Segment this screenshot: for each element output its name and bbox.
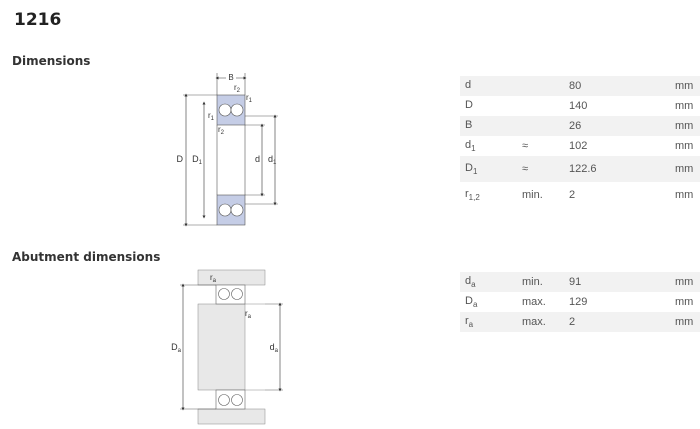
page-title: 1216 bbox=[14, 10, 62, 30]
qualifier: ≈ bbox=[517, 156, 564, 182]
label-B: B bbox=[228, 73, 233, 82]
symbol-ra: ra bbox=[460, 312, 517, 332]
value: 122.6 bbox=[564, 156, 670, 182]
label-Da: Da bbox=[171, 342, 182, 354]
label-ra-mid: ra bbox=[245, 309, 252, 320]
value: 2 bbox=[564, 312, 670, 332]
unit: mm bbox=[670, 136, 700, 156]
table-row: d1 ≈ 102 mm bbox=[460, 136, 700, 156]
table-row: Da max. 129 mm bbox=[460, 292, 700, 312]
qualifier: max. bbox=[517, 292, 564, 312]
label-r2-top: r2 bbox=[234, 83, 241, 94]
symbol-D1: D1 bbox=[460, 156, 517, 182]
symbol-Da: Da bbox=[460, 292, 517, 312]
label-d: d bbox=[255, 154, 260, 164]
unit: mm bbox=[670, 182, 700, 208]
qualifier bbox=[517, 96, 564, 116]
unit: mm bbox=[670, 96, 700, 116]
symbol-r12: r1,2 bbox=[460, 182, 517, 208]
symbol-d1: d1 bbox=[460, 136, 517, 156]
qualifier: min. bbox=[517, 272, 564, 292]
label-d1: d1 bbox=[268, 154, 277, 166]
qualifier: ≈ bbox=[517, 136, 564, 156]
section-title-abutment: Abutment dimensions bbox=[12, 250, 161, 264]
section-title-dimensions: Dimensions bbox=[12, 54, 91, 68]
value: 26 bbox=[564, 116, 670, 136]
abutment-table: da min. 91 mm Da max. 129 mm ra max. 2 m… bbox=[460, 272, 700, 332]
qualifier: min. bbox=[517, 182, 564, 208]
qualifier bbox=[517, 116, 564, 136]
table-row: da min. 91 mm bbox=[460, 272, 700, 292]
label-D1: D1 bbox=[192, 154, 203, 166]
table-row: B 26 mm bbox=[460, 116, 700, 136]
unit: mm bbox=[670, 76, 700, 96]
unit: mm bbox=[670, 116, 700, 136]
symbol-d: d bbox=[460, 76, 517, 96]
label-r1-top: r1 bbox=[246, 93, 253, 104]
label-ra-top: ra bbox=[210, 273, 217, 284]
bearing-dimensions-drawing: B r2 r1 r1 r2 D D1 d d1 bbox=[176, 70, 286, 230]
value: 129 bbox=[564, 292, 670, 312]
unit: mm bbox=[670, 156, 700, 182]
unit: mm bbox=[670, 272, 700, 292]
value: 2 bbox=[564, 182, 670, 208]
unit: mm bbox=[670, 312, 700, 332]
unit: mm bbox=[670, 292, 700, 312]
symbol-D: D bbox=[460, 96, 517, 116]
table-row: r1,2 min. 2 mm bbox=[460, 182, 700, 208]
table-row: D 140 mm bbox=[460, 96, 700, 116]
table-row: ra max. 2 mm bbox=[460, 312, 700, 332]
table-row: D1 ≈ 122.6 mm bbox=[460, 156, 700, 182]
abutment-dimensions-drawing: ra ra Da da bbox=[170, 266, 295, 428]
value: 91 bbox=[564, 272, 670, 292]
qualifier bbox=[517, 76, 564, 96]
symbol-B: B bbox=[460, 116, 517, 136]
label-da: da bbox=[270, 342, 279, 354]
label-r1-mid: r1 bbox=[208, 111, 215, 122]
symbol-da: da bbox=[460, 272, 517, 292]
label-D: D bbox=[177, 154, 184, 164]
table-row: d 80 mm bbox=[460, 76, 700, 96]
dimensions-table: d 80 mm D 140 mm B 26 mm d1 ≈ 102 mm D1 … bbox=[460, 76, 700, 208]
value: 140 bbox=[564, 96, 670, 116]
value: 80 bbox=[564, 76, 670, 96]
label-r2-mid: r2 bbox=[218, 125, 225, 136]
value: 102 bbox=[564, 136, 670, 156]
qualifier: max. bbox=[517, 312, 564, 332]
